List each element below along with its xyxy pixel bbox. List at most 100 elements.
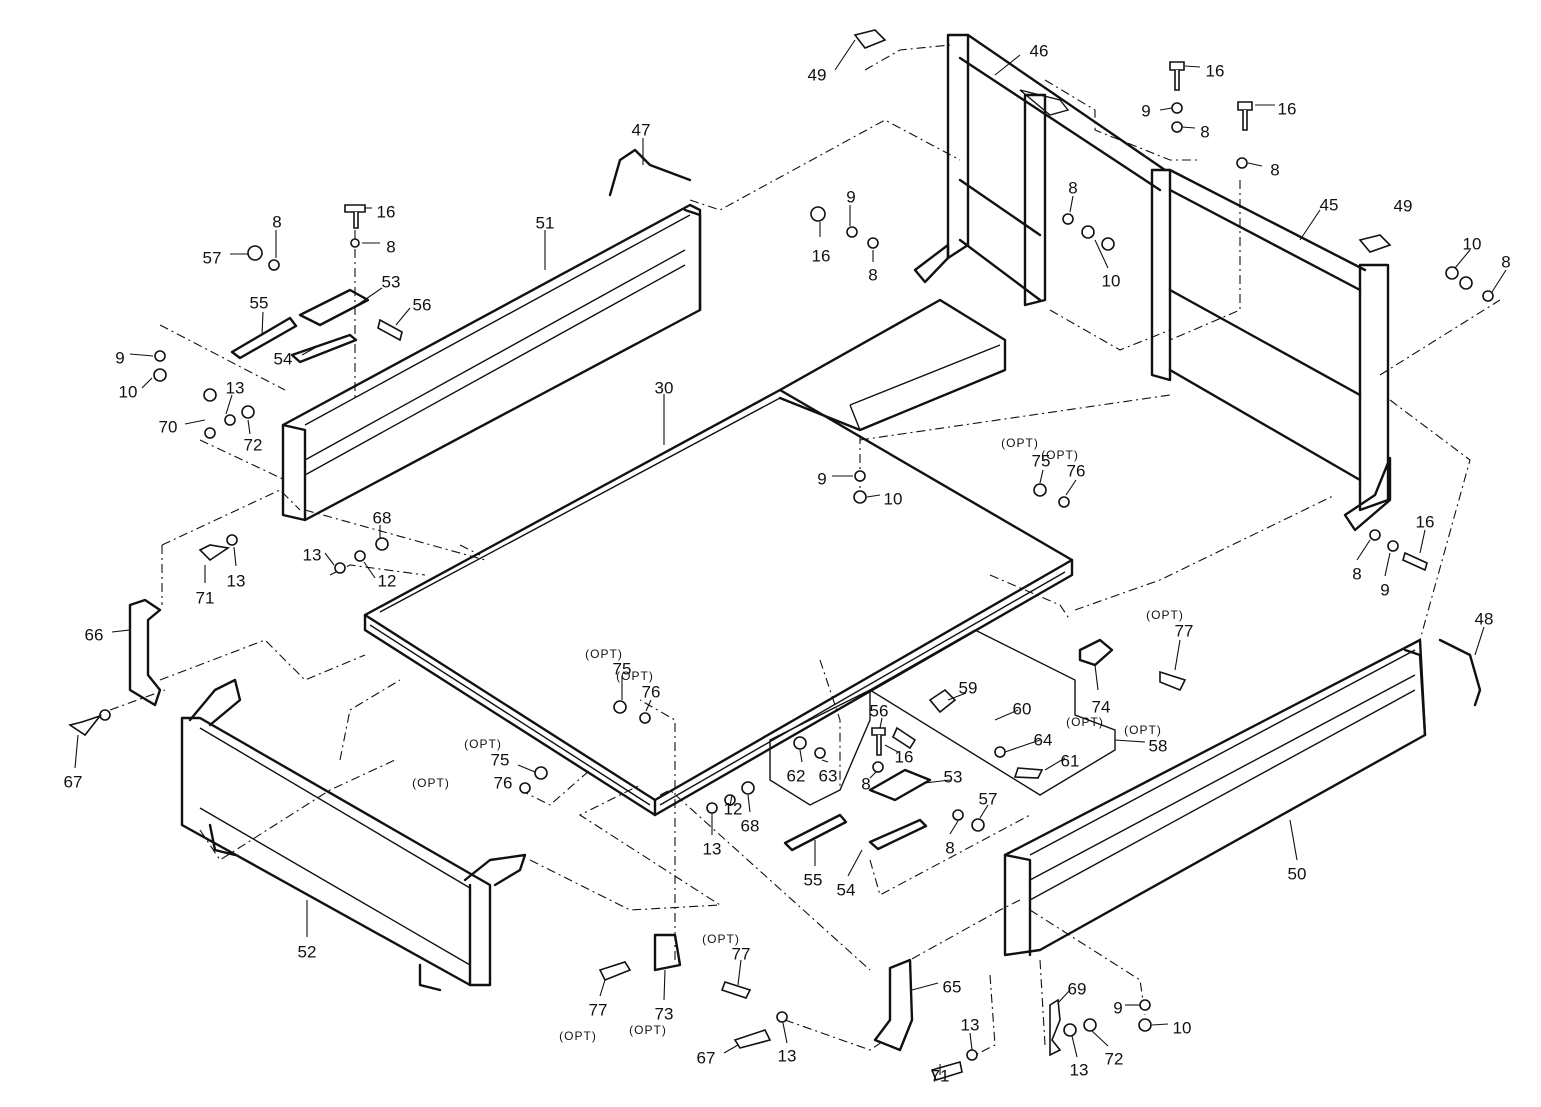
part-callout-52: 52 bbox=[298, 942, 317, 961]
part-callout-75: 75 bbox=[491, 750, 510, 769]
part-callout-77: 77 bbox=[732, 944, 751, 963]
hardware bbox=[68, 61, 1494, 1081]
part-callout-66: 66 bbox=[85, 625, 104, 644]
part-callout-10: 10 bbox=[884, 489, 903, 508]
opt-note-opt: (OPT) bbox=[1041, 448, 1079, 462]
front-frame-46 bbox=[913, 33, 1167, 307]
side-gate-50 bbox=[1003, 638, 1427, 957]
part-callout-71: 71 bbox=[931, 1066, 950, 1085]
part-callout-9: 9 bbox=[1113, 998, 1122, 1017]
part-callout-8: 8 bbox=[1200, 122, 1209, 141]
part-callout-8: 8 bbox=[1352, 564, 1361, 583]
part-callout-59: 59 bbox=[959, 678, 978, 697]
part-callout-71: 71 bbox=[196, 588, 215, 607]
opt-note-opt: (OPT) bbox=[559, 1029, 597, 1043]
part-callout-73: 73 bbox=[655, 1004, 674, 1023]
part-callout-8: 8 bbox=[868, 265, 877, 284]
part-callout-65: 65 bbox=[943, 977, 962, 996]
opt-note-opt: (OPT) bbox=[702, 932, 740, 946]
part-callout-13: 13 bbox=[226, 378, 245, 397]
part-callout-16: 16 bbox=[1206, 61, 1225, 80]
part-callout-10: 10 bbox=[1173, 1018, 1192, 1037]
side-gate-51 bbox=[281, 203, 702, 522]
part-callout-8: 8 bbox=[1068, 178, 1077, 197]
part-callout-75: 75 bbox=[613, 659, 632, 678]
part-callout-47: 47 bbox=[632, 120, 651, 139]
part-callout-45: 45 bbox=[1320, 195, 1339, 214]
opt-note-opt: (OPT) bbox=[412, 776, 450, 790]
part-callout-8: 8 bbox=[386, 237, 395, 256]
part-callout-13: 13 bbox=[303, 545, 322, 564]
bracket-74 bbox=[1078, 638, 1114, 667]
part-callout-76: 76 bbox=[1067, 461, 1086, 480]
part-callout-16: 16 bbox=[812, 246, 831, 265]
part-callout-76: 76 bbox=[642, 682, 661, 701]
tailgate-52 bbox=[180, 678, 527, 992]
part-callout-53: 53 bbox=[382, 272, 401, 291]
opt-note-opt: (OPT) bbox=[464, 737, 502, 751]
part-callout-9: 9 bbox=[115, 348, 124, 367]
cap-49-side bbox=[1358, 234, 1392, 253]
part-callout-8: 8 bbox=[1501, 252, 1510, 271]
part-callout-9: 9 bbox=[846, 187, 855, 206]
handle-48 bbox=[1438, 638, 1482, 707]
part-callout-72: 72 bbox=[244, 435, 263, 454]
part-callout-54: 54 bbox=[274, 349, 293, 368]
part-callout-9: 9 bbox=[1380, 580, 1389, 599]
part-callout-53: 53 bbox=[944, 767, 963, 786]
part-callout-13: 13 bbox=[703, 839, 722, 858]
part-callout-13: 13 bbox=[778, 1046, 797, 1065]
part-callout-62: 62 bbox=[787, 766, 806, 785]
part-callout-55: 55 bbox=[804, 870, 823, 889]
part-callout-77: 77 bbox=[1175, 621, 1194, 640]
part-callout-61: 61 bbox=[1061, 751, 1080, 770]
bracket-73 bbox=[653, 933, 682, 972]
opt-note-opt: (OPT) bbox=[585, 647, 623, 661]
part-callout-68: 68 bbox=[373, 508, 392, 527]
part-callout-51: 51 bbox=[536, 213, 555, 232]
part-callout-68: 68 bbox=[741, 816, 760, 835]
part-callout-54: 54 bbox=[837, 880, 856, 899]
part-callout-12: 12 bbox=[378, 571, 397, 590]
opt-note-opt: (OPT) bbox=[616, 669, 654, 683]
part-callout-9: 9 bbox=[1141, 101, 1150, 120]
opt-note-opt: (OPT) bbox=[1146, 608, 1184, 622]
opt-note-opt: (OPT) bbox=[1001, 436, 1039, 450]
part-callout-12: 12 bbox=[724, 799, 743, 818]
part-callout-48: 48 bbox=[1475, 609, 1494, 628]
part-callout-74: 74 bbox=[1092, 697, 1111, 716]
part-callout-16: 16 bbox=[1416, 512, 1435, 531]
part-callout-10: 10 bbox=[1102, 271, 1121, 290]
part-callout-55: 55 bbox=[250, 293, 269, 312]
part-callout-10: 10 bbox=[119, 382, 138, 401]
part-callout-13: 13 bbox=[1070, 1060, 1089, 1079]
part-callout-49: 49 bbox=[808, 65, 827, 84]
part-callout-56: 56 bbox=[870, 701, 889, 720]
part-callout-16: 16 bbox=[895, 747, 914, 766]
side-frame-45 bbox=[1150, 168, 1392, 532]
part-callout-8: 8 bbox=[945, 838, 954, 857]
handle-47 bbox=[608, 148, 692, 197]
part-callout-69: 69 bbox=[1068, 979, 1087, 998]
latch-53-upper bbox=[230, 288, 370, 364]
part-callout-49: 49 bbox=[1394, 196, 1413, 215]
part-callout-50: 50 bbox=[1288, 864, 1307, 883]
part-callout-75: 75 bbox=[1032, 451, 1051, 470]
part-callout-13: 13 bbox=[961, 1015, 980, 1034]
part-callout-8: 8 bbox=[861, 774, 870, 793]
opt-note-opt: (OPT) bbox=[1066, 715, 1104, 729]
bracket-65 bbox=[873, 958, 914, 1052]
part-callout-58: 58 bbox=[1149, 736, 1168, 755]
part-callout-72: 72 bbox=[1105, 1049, 1124, 1068]
callout-leaders bbox=[74, 39, 1507, 1075]
bracket-66 bbox=[128, 598, 162, 707]
part-callout-56: 56 bbox=[413, 295, 432, 314]
part-callout-63: 63 bbox=[819, 766, 838, 785]
part-callout-57: 57 bbox=[979, 789, 998, 808]
part-callout-64: 64 bbox=[1034, 730, 1053, 749]
latch-53-lower bbox=[783, 768, 932, 852]
part-callout-67: 67 bbox=[64, 772, 83, 791]
part-callout-77: 77 bbox=[589, 1000, 608, 1019]
part-callout-8: 8 bbox=[1270, 160, 1279, 179]
